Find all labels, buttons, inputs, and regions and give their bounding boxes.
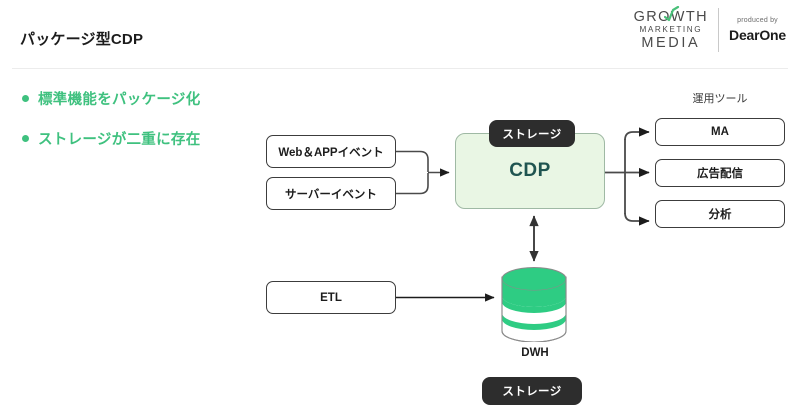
logo-line-marketing: MARKETING — [639, 25, 703, 35]
bullet-dot-icon — [22, 135, 29, 142]
cdp-label: CDP — [509, 160, 551, 181]
tool-box-label: 広告配信 — [697, 168, 743, 180]
etl-label: ETL — [320, 291, 342, 304]
growth-marketing-media-logo: GROWTH MARKETING MEDIA — [634, 5, 708, 51]
database-cylinder-icon — [501, 266, 567, 342]
etl-box[interactable]: ETL — [266, 281, 396, 314]
bullet-label: ストレージが二重に存在 — [38, 132, 201, 148]
dearone-brand-label: DearOne — [729, 26, 786, 43]
header-divider — [12, 68, 788, 69]
source-box-web-app-event[interactable]: Web＆APPイベント — [266, 135, 396, 168]
tool-box-label: MA — [711, 126, 729, 138]
source-box-label: サーバーイベント — [285, 188, 377, 201]
tool-box-analytics[interactable]: 分析 — [655, 200, 785, 228]
tool-box-ma[interactable]: MA — [655, 118, 785, 146]
dwh-storage-badge: ストレージ — [482, 377, 582, 405]
cdp-storage-badge: ストレージ — [489, 120, 575, 147]
tool-box-ad-delivery[interactable]: 広告配信 — [655, 159, 785, 187]
tools-group-label: 運用ツール — [692, 93, 748, 105]
logo-line-media: MEDIA — [641, 34, 701, 51]
dwh-storage-badge-label: ストレージ — [502, 386, 562, 398]
bullet-label: 標準機能をパッケージ化 — [38, 92, 201, 108]
cdp-storage-badge-label: ストレージ — [502, 128, 562, 141]
tool-box-label: 分析 — [708, 209, 732, 221]
source-box-server-event[interactable]: サーバーイベント — [266, 177, 396, 210]
source-box-label: Web＆APPイベント — [278, 146, 384, 159]
bullet-item: 標準機能をパッケージ化 — [22, 88, 201, 109]
page-title: パッケージ型CDP — [20, 31, 144, 48]
logo-divider — [718, 8, 720, 52]
brand-logo: GROWTH MARKETING MEDIA produced by DearO… — [634, 5, 786, 52]
bullet-dot-icon — [22, 95, 29, 102]
produced-by-label: produced by — [737, 16, 778, 24]
dearone-logo: produced by DearOne — [729, 17, 786, 43]
bullet-item: ストレージが二重に存在 — [22, 128, 201, 149]
logo-line-growth: GROWTH — [634, 5, 708, 25]
growth-check-icon — [663, 5, 679, 21]
dwh-label: DWH — [521, 347, 549, 359]
